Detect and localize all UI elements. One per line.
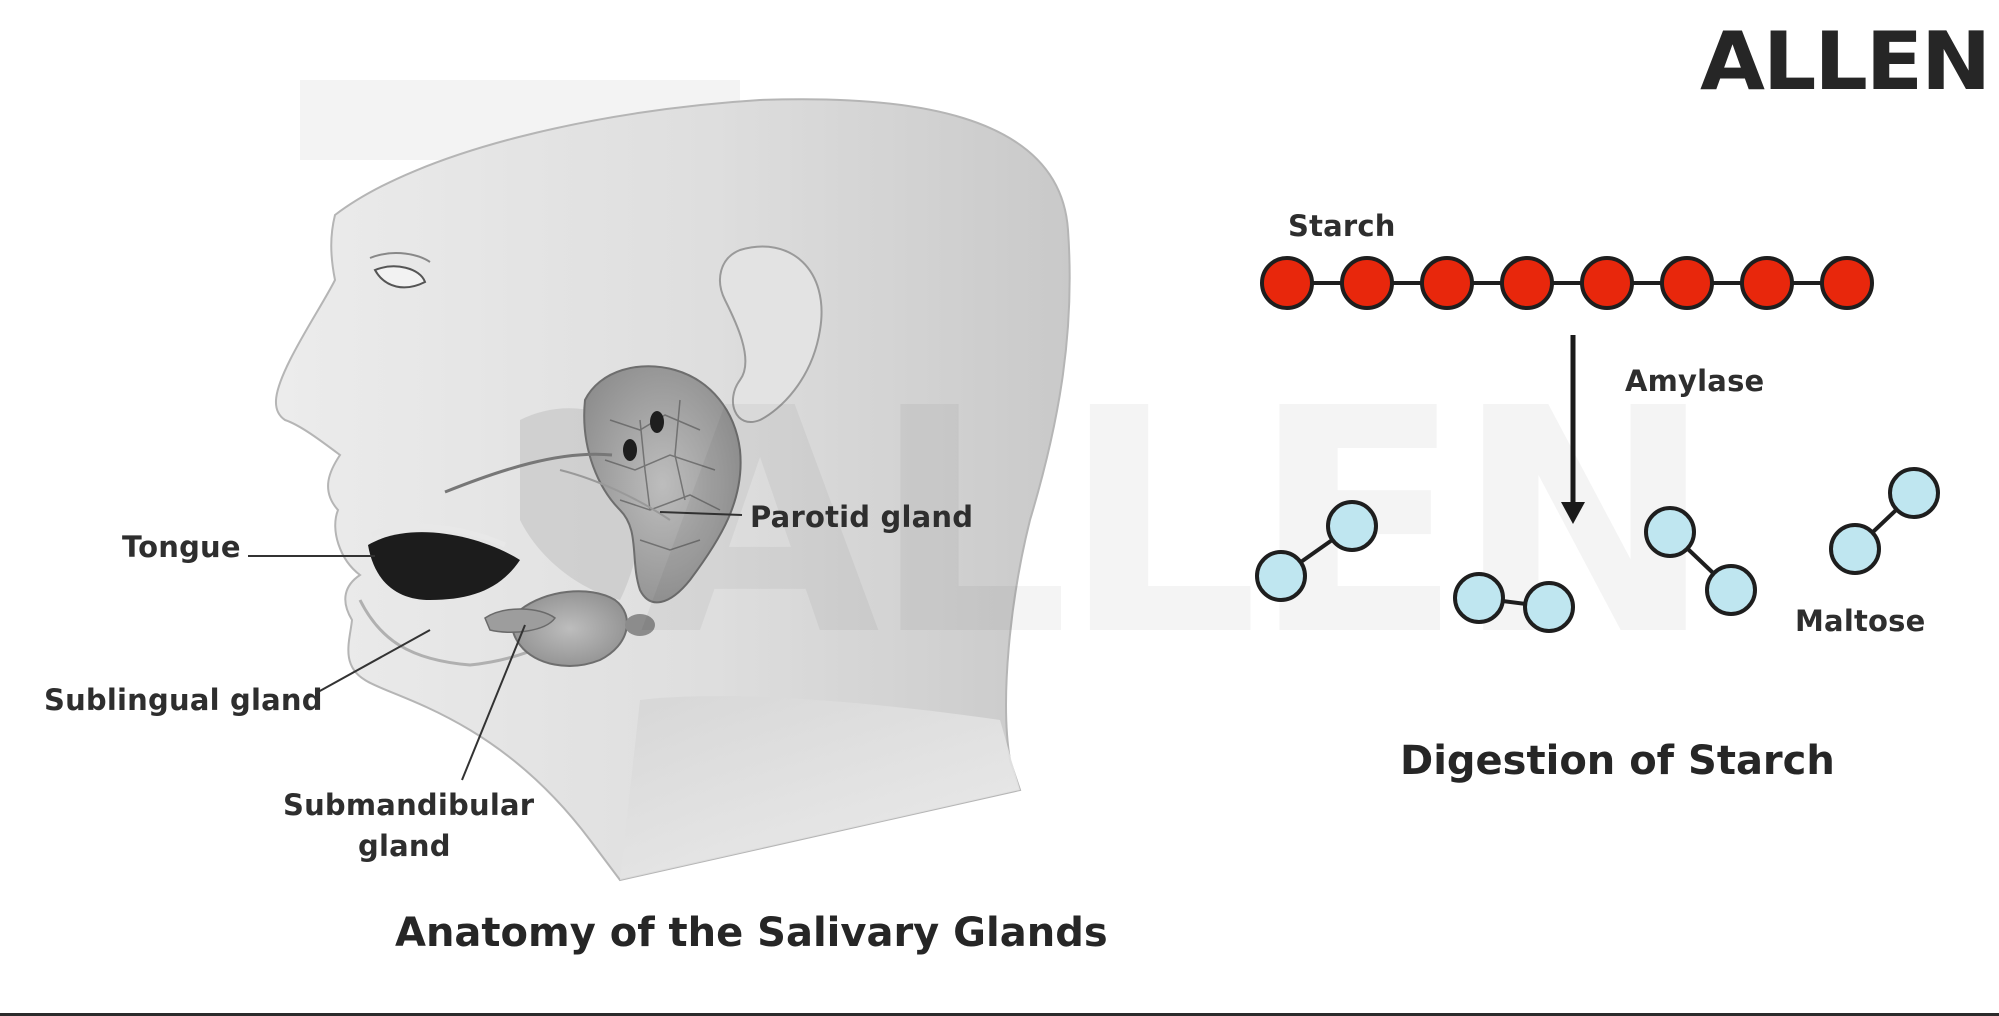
amylase-label: Amylase	[1625, 364, 1765, 398]
starch-glucose-unit	[1420, 256, 1474, 310]
mouth-cavity	[368, 532, 520, 600]
starch-glucose-unit	[1740, 256, 1794, 310]
submandibular-gland	[511, 590, 628, 667]
parotid-gland-label: Parotid gland	[750, 500, 974, 534]
submandibular-leader	[461, 624, 526, 781]
ear	[719, 245, 823, 423]
eye	[373, 265, 427, 289]
starch-glucose-unit	[1260, 256, 1314, 310]
maltose-label: Maltose	[1795, 604, 1926, 638]
upper-teeth	[370, 523, 507, 548]
leader-lines	[248, 511, 743, 781]
tongue-label: Tongue	[122, 530, 241, 564]
parotid-duct	[444, 452, 613, 494]
sublingual-gland	[484, 608, 557, 633]
sublingual-gland-label: Sublingual gland	[44, 683, 323, 717]
sublingual-leader	[317, 629, 431, 693]
maltose-glucose-unit	[1644, 506, 1696, 558]
allen-logo: ALLEN	[1700, 15, 1991, 108]
maltose-glucose-unit	[1523, 581, 1575, 633]
parotid-leader	[659, 511, 743, 516]
starch-glucose-unit	[1580, 256, 1634, 310]
parotid-dot	[623, 439, 637, 461]
parotid-dot	[650, 411, 664, 433]
nerve-branch	[559, 469, 671, 521]
starch-glucose-unit	[1500, 256, 1554, 310]
eyebrow	[369, 252, 431, 263]
starch-glucose-unit	[1660, 256, 1714, 310]
parotid-gland	[583, 365, 742, 604]
starch-glucose-unit	[1820, 256, 1874, 310]
maltose-glucose-unit	[1888, 467, 1940, 519]
submandibular-gland-label-line2: gland	[358, 829, 451, 863]
starch-glucose-unit	[1340, 256, 1394, 310]
digestion-title: Digestion of Starch	[1400, 738, 1835, 784]
maltose-glucose-unit	[1829, 523, 1881, 575]
maltose-glucose-unit	[1326, 500, 1378, 552]
bottom-border	[0, 1013, 1999, 1016]
amylase-arrow-head	[1561, 502, 1585, 524]
maltose-glucose-unit	[1453, 572, 1505, 624]
maltose-glucose-unit	[1255, 550, 1307, 602]
submandibular-lobe	[625, 614, 655, 636]
neck-shading	[620, 696, 1020, 880]
submandibular-gland-label-line1: Submandibular	[283, 788, 535, 822]
watermark: ALLEN	[640, 343, 1706, 704]
anatomy-title: Anatomy of the Salivary Glands	[395, 910, 1108, 956]
starch-label: Starch	[1288, 209, 1396, 243]
maltose-glucose-unit	[1705, 564, 1757, 616]
